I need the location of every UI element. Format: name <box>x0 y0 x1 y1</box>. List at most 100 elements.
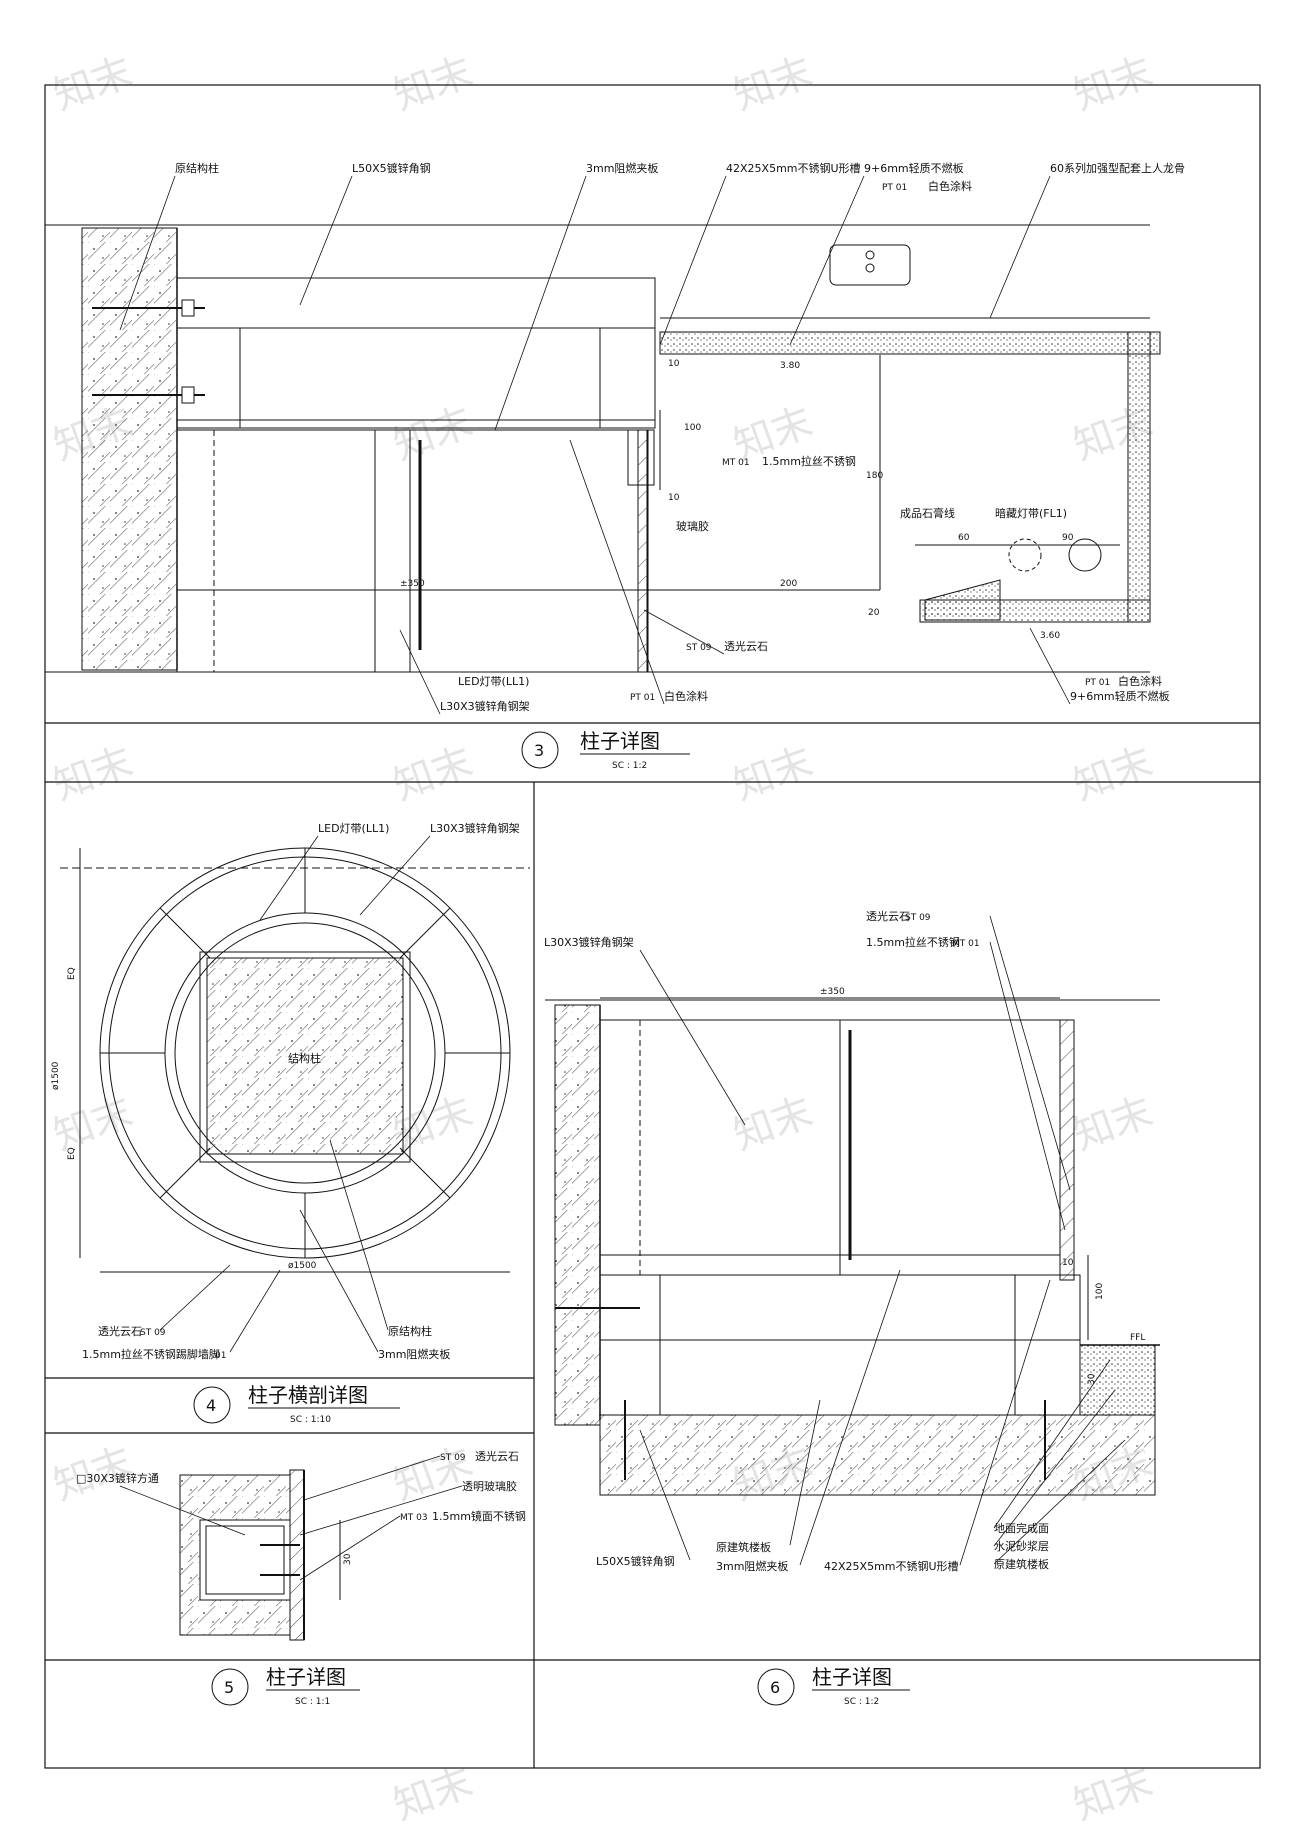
label-brushed-steel: 1.5mm拉丝不锈钢 <box>762 454 856 468</box>
dim-dia-2: ø1500 <box>288 1261 317 1271</box>
detail-3-annotations: 原结构柱 L50X5镀锌角钢 3mm阻燃夹板 42X25X5mm不锈钢U形槽 9… <box>119 161 1185 771</box>
label-white-paint: 白色涂料 <box>928 179 972 193</box>
label-angle-frame-4: L30X3镀锌角钢架 <box>430 821 520 835</box>
tag-pt01-c: PT 01 <box>1085 678 1110 688</box>
detail-4-section <box>60 847 530 1273</box>
watermark: 知末 <box>388 1759 479 1830</box>
dim-100: 100 <box>684 423 701 433</box>
label-fire-board: 3mm阻燃夹板 <box>586 161 658 175</box>
watermark: 知末 <box>388 399 479 470</box>
watermark: 知末 <box>48 49 139 120</box>
detail-3-elevation <box>45 224 1161 673</box>
detail-number-circle <box>757 1668 795 1706</box>
detail-4-scale: SC : 1:10 <box>290 1415 331 1425</box>
dim-90: 90 <box>1062 533 1074 543</box>
tag-pt01: PT 01 <box>882 183 907 193</box>
label-translucent-marble: 透光云石 <box>724 639 768 653</box>
watermark: 知末 <box>388 49 479 120</box>
watermark: 知末 <box>48 1089 139 1160</box>
label-original-column-4: 原结构柱 <box>388 1324 432 1338</box>
detail-number-circle <box>193 1386 231 1424</box>
label-angle-frame-6: L30X3镀锌角钢架 <box>544 935 634 949</box>
detail-4-annotations: LED灯带(LL1) L30X3镀锌角钢架 结构柱 透光云石 ST 09 1.5… <box>51 821 520 1425</box>
dim-30-6: 30 <box>1087 1373 1097 1385</box>
detail-4-title: 柱子横剖详图 <box>248 1383 368 1407</box>
label-cement-mortar: 水泥砂浆层 <box>994 1539 1049 1553</box>
label-glass-glue: 玻璃胶 <box>676 519 709 533</box>
detail-5-joint <box>179 1469 341 1641</box>
label-u-channel-6: 42X25X5mm不锈钢U形槽 <box>824 1560 959 1573</box>
dim-200: 200 <box>780 579 797 589</box>
label-brushed-steel-6: 1.5mm拉丝不锈钢 <box>866 935 960 949</box>
dim-pm350: ±350 <box>400 579 425 589</box>
detail-6-annotations: 透光云石 ST 09 1.5mm拉丝不锈钢 MT 01 L30X3镀锌角钢架 L… <box>544 909 1145 1707</box>
watermark: 知末 <box>1068 739 1159 810</box>
detail-3-scale: SC : 1:2 <box>612 761 647 771</box>
detail-6-title: 柱子详图 <box>812 1665 892 1689</box>
tag-st09: ST 09 <box>686 643 712 653</box>
detail-number-circle <box>521 731 559 769</box>
tag-mt01-6: MT 01 <box>952 939 980 949</box>
detail-5-title: 柱子详图 <box>266 1665 346 1689</box>
label-original-column: 原结构柱 <box>175 161 219 175</box>
watermark: 知末 <box>728 739 819 810</box>
label-fire-board-6: 3mm阻燃夹板 <box>716 1559 788 1573</box>
sheet-frame <box>44 84 1261 1769</box>
label-floor-finish: 地面完成面 <box>994 1521 1049 1535</box>
dim-360: 3.60 <box>1040 631 1060 641</box>
detail-6-base <box>545 997 1160 1496</box>
label-structure-column: 结构柱 <box>288 1051 321 1065</box>
label-gypsum-line: 成品石膏线 <box>900 506 955 520</box>
dim-60: 60 <box>958 533 970 543</box>
detail-5-scale: SC : 1:1 <box>295 1697 330 1707</box>
dim-pm350-6: ±350 <box>820 987 845 997</box>
watermark: 知末 <box>728 1089 819 1160</box>
label-led-strip-4: LED灯带(LL1) <box>318 822 389 835</box>
dim-180: 180 <box>866 471 883 481</box>
label-light-board: 9+6mm轻质不燃板 <box>864 161 964 175</box>
label-floor-slab-6: 原建筑楼板 <box>716 1540 771 1554</box>
tag-st09-4: ST 09 <box>140 1328 166 1338</box>
watermark: 知末 <box>1068 1759 1159 1830</box>
dim-20: 20 <box>868 608 880 618</box>
dim-30-5: 30 <box>343 1553 353 1565</box>
label-skirting: 1.5mm拉丝不锈钢踢脚墙脚 <box>82 1347 220 1361</box>
dim-eq-1: EQ <box>67 967 77 980</box>
dim-10b: 10 <box>668 493 680 503</box>
leader-lines-4 <box>159 835 431 1353</box>
label-clear-glue: 透明玻璃胶 <box>462 1479 517 1493</box>
detail-5-number: 5 <box>224 1678 234 1697</box>
detail-6-scale: SC : 1:2 <box>844 1697 879 1707</box>
label-led-strip: LED灯带(LL1) <box>458 675 529 688</box>
label-light-board-b: 9+6mm轻质不燃板 <box>1070 689 1170 703</box>
detail-3-number: 3 <box>534 741 544 760</box>
leader-lines-6 <box>639 915 1126 1566</box>
detail-number-circle <box>211 1668 249 1706</box>
label-hidden-light: 暗藏灯带(FL1) <box>995 506 1067 520</box>
dim-10-6: 10 <box>1062 1258 1074 1268</box>
dim-10a: 10 <box>668 359 680 369</box>
tag-pt01-b: PT 01 <box>630 693 655 703</box>
label-u-channel: 42X25X5mm不锈钢U形槽 <box>726 162 861 175</box>
tag-01-4: 01 <box>215 1351 226 1361</box>
tag-st09-6: ST 09 <box>905 913 931 923</box>
watermark: 知末 <box>1068 1089 1159 1160</box>
tag-mt03: MT 03 <box>400 1513 428 1523</box>
label-keel: 60系列加强型配套上人龙骨 <box>1050 161 1185 175</box>
label-fire-board-4: 3mm阻燃夹板 <box>378 1347 450 1361</box>
watermark: 知末 <box>728 49 819 120</box>
label-square-tube: □30X3镀锌方通 <box>76 1471 159 1485</box>
label-marble-6: 透光云石 <box>866 909 910 923</box>
label-marble-5: 透光云石 <box>475 1449 519 1463</box>
detail-4-number: 4 <box>206 1396 216 1415</box>
watermark: 知末 <box>388 739 479 810</box>
detail-6-number: 6 <box>770 1678 780 1697</box>
label-white-paint-b: 白色涂料 <box>664 689 708 703</box>
watermark: 知末 <box>388 1439 479 1510</box>
tag-st09-5: ST 09 <box>440 1453 466 1463</box>
watermark: 知末 <box>1068 49 1159 120</box>
label-white-paint-c: 白色涂料 <box>1118 674 1162 688</box>
dim-380: 3.80 <box>780 361 800 371</box>
label-angle-steel-6: L50X5镀锌角钢 <box>596 1554 675 1568</box>
